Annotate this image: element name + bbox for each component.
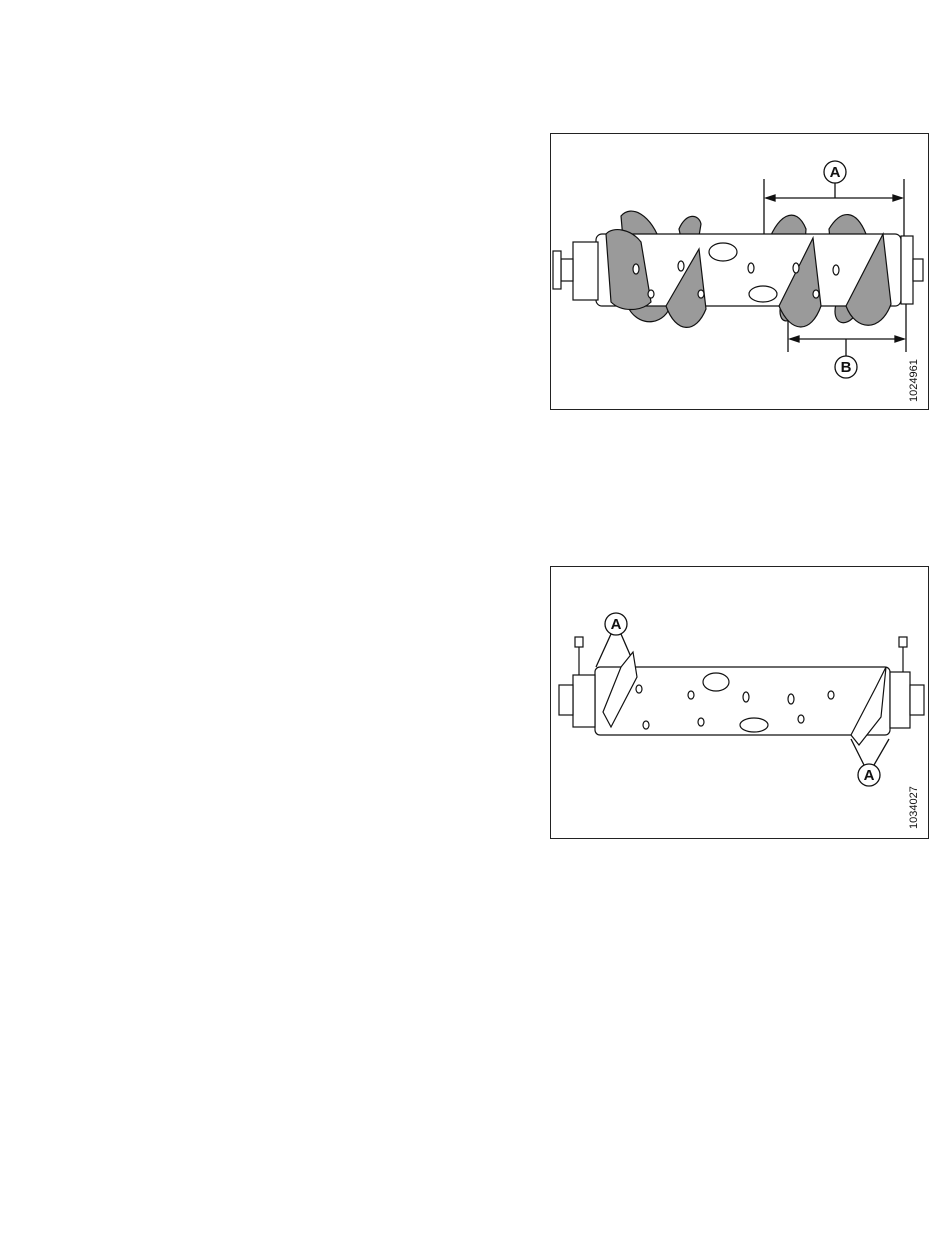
auger-tube bbox=[553, 211, 923, 327]
figure-id: 1034027 bbox=[908, 786, 920, 829]
callout-a-bottom-label: A bbox=[864, 767, 875, 784]
auger-ends-illustration: A A bbox=[551, 567, 930, 840]
figure-id: 1024961 bbox=[908, 359, 920, 402]
callout-b-label: B bbox=[841, 359, 852, 376]
auger-tube bbox=[559, 637, 924, 745]
auger-pitch-illustration: A B bbox=[551, 134, 930, 411]
callout-a-label: A bbox=[830, 164, 841, 181]
figure-auger-ends: A A bbox=[550, 566, 929, 839]
figure-auger-pitch: A B bbox=[550, 133, 929, 410]
callout-a-top-label: A bbox=[611, 616, 622, 633]
